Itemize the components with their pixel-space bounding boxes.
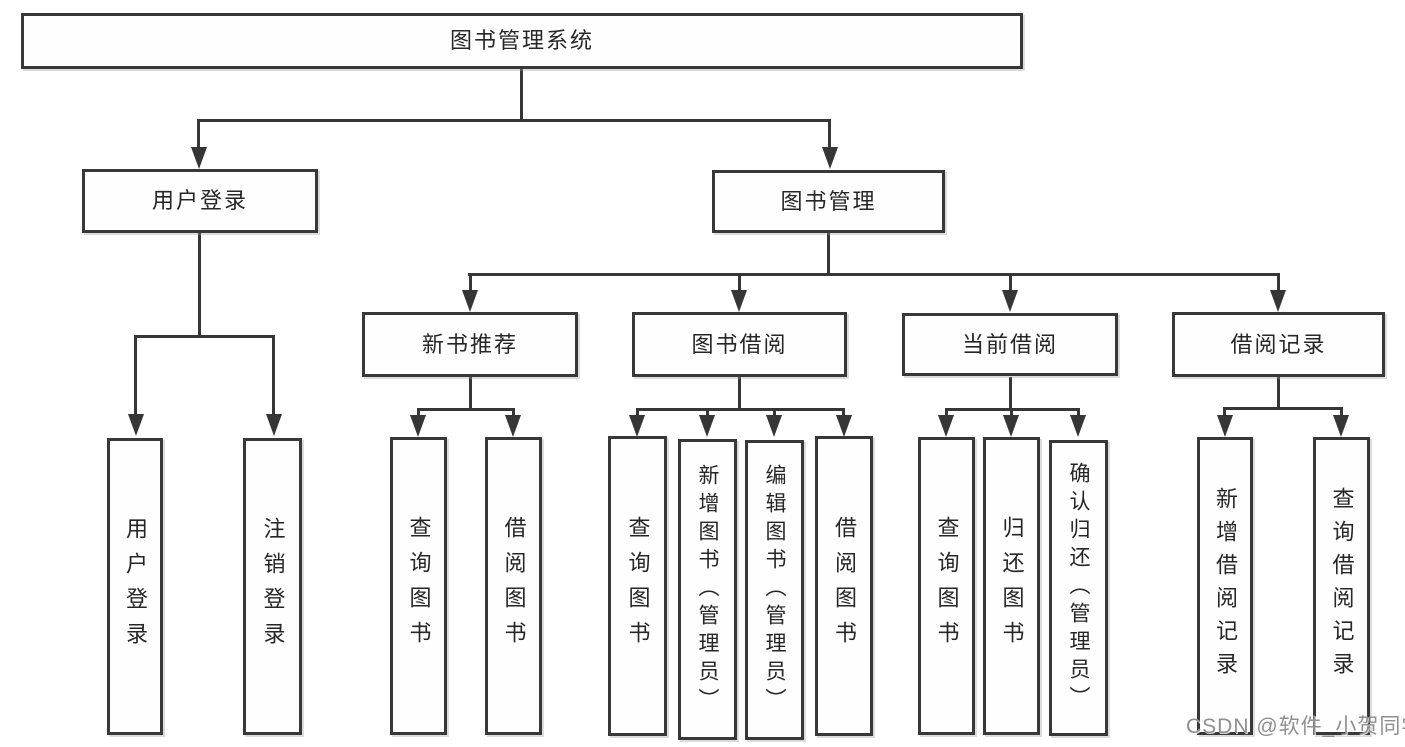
arrow-down-icon <box>266 414 282 436</box>
connector-stub <box>738 273 741 292</box>
arrow-down-icon <box>629 415 645 437</box>
node-logout-leaf: 注销登录 <box>243 438 302 735</box>
arrow-down-icon <box>1217 415 1233 437</box>
node-book-borrow: 图书借阅 <box>632 312 847 377</box>
connector-root-stem <box>520 69 523 119</box>
arrow-down-icon <box>462 290 478 312</box>
arrow-down-icon <box>766 415 782 437</box>
arrow-down-icon <box>836 415 852 437</box>
connector-stub <box>1277 273 1280 292</box>
node-user-login: 用户登录 <box>82 169 318 233</box>
arrow-down-icon <box>822 147 838 169</box>
connector-stub <box>828 119 831 149</box>
node-user-login-leaf: 用户登录 <box>107 438 163 735</box>
csdn-watermark: CSDN @软件_小贺同学 <box>1186 715 1405 738</box>
node-root: 图书管理系统 <box>21 13 1023 69</box>
connector-user-login-branch <box>134 335 275 338</box>
connector-stub <box>272 335 275 415</box>
node-borrow-record: 借阅记录 <box>1172 312 1385 377</box>
arrow-down-icon <box>1333 415 1349 437</box>
connector-stub <box>1009 273 1012 292</box>
connector-stub <box>842 408 845 417</box>
connector-current-borrow-stem <box>1009 377 1012 408</box>
arrow-down-icon <box>410 415 426 437</box>
connector-book-borrow-branch <box>636 408 845 411</box>
connector-new-book-stem <box>469 377 472 408</box>
node-current-borrow: 当前借阅 <box>902 313 1118 376</box>
node-new-book-rec: 新书推荐 <box>362 312 578 377</box>
connector-level3-branch <box>468 273 1280 276</box>
arrow-down-icon <box>699 415 715 437</box>
node-bb-edit-books-admin: 编辑图书（管理员） <box>745 440 804 740</box>
connector-borrow-record-branch <box>1223 407 1343 410</box>
connector-user-login-stem <box>198 233 201 335</box>
connector-stub <box>512 408 515 417</box>
node-br-query-record: 查询借阅记录 <box>1313 437 1370 735</box>
connector-stub <box>945 408 948 417</box>
connector-stub <box>773 408 776 417</box>
connector-stub <box>636 408 639 417</box>
node-book-mgmt: 图书管理 <box>712 170 945 233</box>
connector-stub <box>197 119 200 149</box>
arrow-down-icon <box>505 415 521 437</box>
node-nb-borrow-books: 借阅图书 <box>485 437 542 735</box>
node-cb-confirm-return-admin: 确认归还（管理员） <box>1049 440 1108 736</box>
connector-stub <box>134 335 137 415</box>
connector-stub <box>1010 408 1013 417</box>
connector-stub <box>1077 408 1080 417</box>
connector-book-mgmt-stem <box>827 233 830 273</box>
connector-borrow-record-stem <box>1277 377 1280 407</box>
arrow-down-icon <box>938 415 954 437</box>
node-cb-return-books: 归还图书 <box>983 437 1040 735</box>
connector-stub <box>1340 407 1343 417</box>
arrow-down-icon <box>1003 415 1019 437</box>
arrow-down-icon <box>731 290 747 312</box>
node-nb-query-books: 查询图书 <box>390 437 447 735</box>
connector-stub <box>417 408 420 417</box>
node-br-add-record: 新增借阅记录 <box>1197 437 1253 735</box>
connector-stub <box>706 408 709 417</box>
arrow-down-icon <box>1270 290 1286 312</box>
arrow-down-icon <box>1070 415 1086 437</box>
connector-book-borrow-stem <box>738 377 741 408</box>
connector-new-book-branch <box>417 408 515 411</box>
connector-stub <box>469 273 472 292</box>
arrow-down-icon <box>1002 290 1018 312</box>
node-bb-add-books-admin: 新增图书（管理员） <box>678 439 737 740</box>
node-bb-borrow-books: 借阅图书 <box>815 436 873 736</box>
node-bb-query-books: 查询图书 <box>608 436 667 736</box>
connector-level2-branch <box>197 119 831 122</box>
node-cb-query-books: 查询图书 <box>918 437 975 735</box>
arrow-down-icon <box>128 414 144 436</box>
connector-stub <box>1223 407 1226 417</box>
arrow-down-icon <box>191 147 207 169</box>
